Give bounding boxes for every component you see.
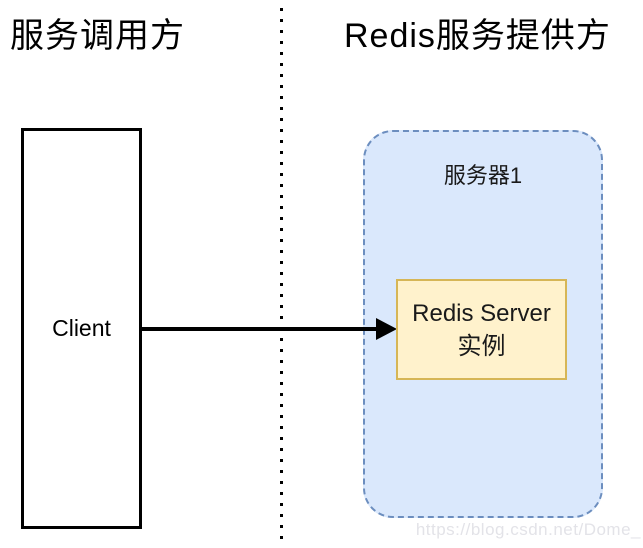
left-section-title: 服务调用方	[10, 17, 185, 55]
client-to-redis-arrow-shaft	[142, 327, 380, 331]
client-node-label: Client	[52, 315, 111, 341]
client-node: Client	[21, 128, 142, 529]
watermark-text: https://blog.csdn.net/Dome_	[415, 520, 641, 539]
redis-server-label-line2: 实例	[457, 332, 506, 360]
client-to-redis-arrow-head-icon	[376, 318, 397, 340]
redis-server-label-line1: Redis Server	[412, 299, 551, 327]
vertical-dotted-divider	[280, 8, 283, 546]
right-section-title: Redis服务提供方	[344, 17, 611, 55]
server-group-label: 服务器1	[443, 163, 523, 188]
redis-server-node: Redis Server 实例	[396, 279, 567, 380]
